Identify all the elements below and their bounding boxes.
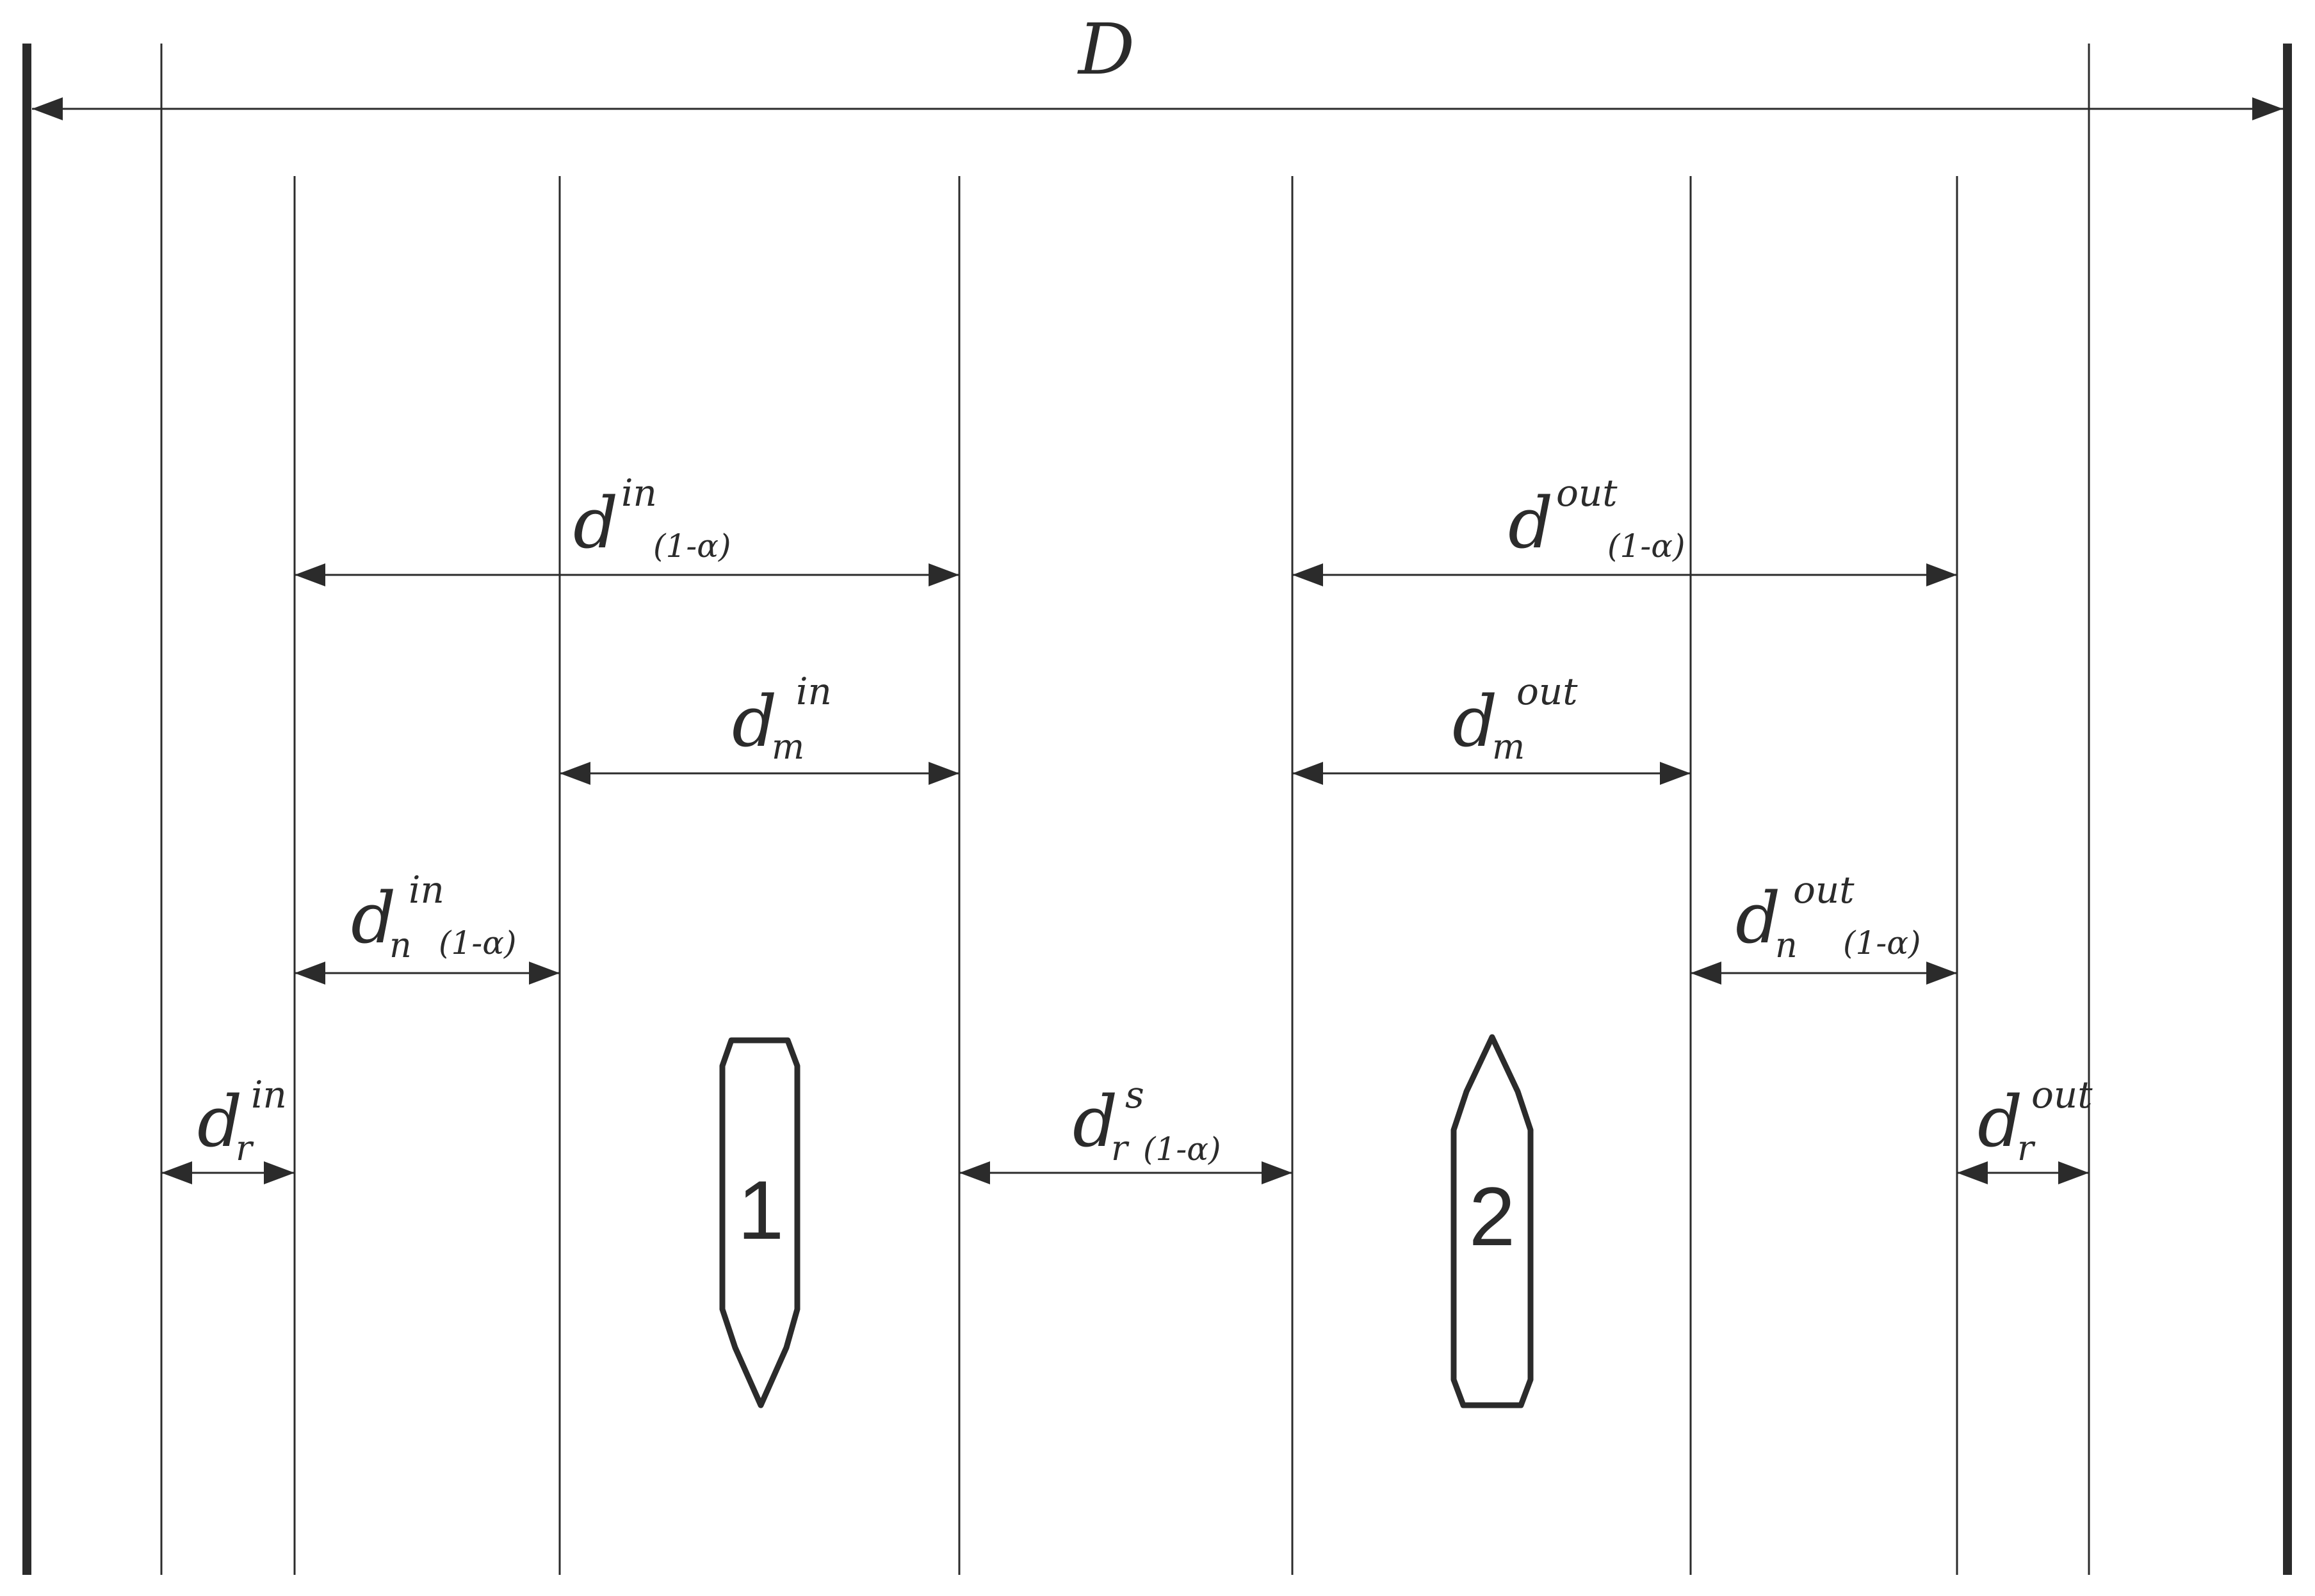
svg-text:s: s — [1125, 1073, 1144, 1116]
svg-text:in: in — [621, 471, 657, 515]
svg-text:n: n — [389, 925, 412, 965]
svg-text:d: d — [1735, 877, 1780, 959]
svg-text:r: r — [2017, 1128, 2036, 1168]
svg-text:(1-α): (1-α) — [439, 924, 516, 962]
svg-text:r: r — [236, 1128, 254, 1168]
svg-text:d: d — [1073, 1081, 1117, 1163]
ship-1: 1 — [719, 1037, 800, 1408]
svg-text:d: d — [1508, 482, 1553, 564]
svg-text:m: m — [772, 727, 804, 767]
svg-text:m: m — [1492, 727, 1525, 767]
svg-text:(1-α): (1-α) — [1607, 528, 1685, 565]
svg-text:(1-α): (1-α) — [1143, 1131, 1221, 1168]
label-D: D — [1077, 8, 1135, 90]
svg-text:in: in — [409, 868, 444, 912]
svg-text:in: in — [251, 1073, 287, 1116]
label-dn-in: d in n (1-α) — [351, 868, 516, 965]
ship-1-number: 1 — [738, 1163, 784, 1257]
svg-text:d: d — [573, 482, 618, 564]
ship-2-number: 2 — [1469, 1170, 1515, 1263]
svg-text:d: d — [1978, 1081, 2022, 1163]
label-dr-out: d out r — [1978, 1073, 2093, 1168]
svg-text:out: out — [2031, 1073, 2093, 1116]
ship-2-hull — [1450, 1034, 1534, 1408]
svg-text:out: out — [1516, 670, 1578, 713]
svg-text:(1-α): (1-α) — [1843, 924, 1921, 962]
label-drs: d s r (1-α) — [1073, 1073, 1221, 1168]
svg-text:(1-α): (1-α) — [653, 528, 731, 565]
svg-text:out: out — [1793, 868, 1855, 912]
label-d-out-1a: d out (1-α) — [1508, 471, 1685, 565]
svg-text:out: out — [1556, 471, 1618, 515]
svg-text:d: d — [197, 1081, 242, 1163]
svg-text:in: in — [796, 670, 832, 713]
label-dn-out: d out n (1-α) — [1735, 868, 1921, 965]
label-dm-out: d out m — [1452, 670, 1578, 767]
ship-2: 2 — [1450, 1034, 1534, 1408]
svg-text:d: d — [732, 681, 777, 762]
label-dm-in: d in m — [732, 670, 832, 767]
ship-1-hull — [719, 1037, 800, 1408]
svg-text:r: r — [1111, 1128, 1130, 1168]
svg-text:n: n — [1775, 925, 1798, 965]
svg-text:d: d — [1452, 681, 1497, 762]
label-d-in-1a: d in (1-α) — [573, 471, 731, 565]
label-dr-in: d in r — [197, 1073, 287, 1168]
svg-text:d: d — [351, 877, 396, 959]
